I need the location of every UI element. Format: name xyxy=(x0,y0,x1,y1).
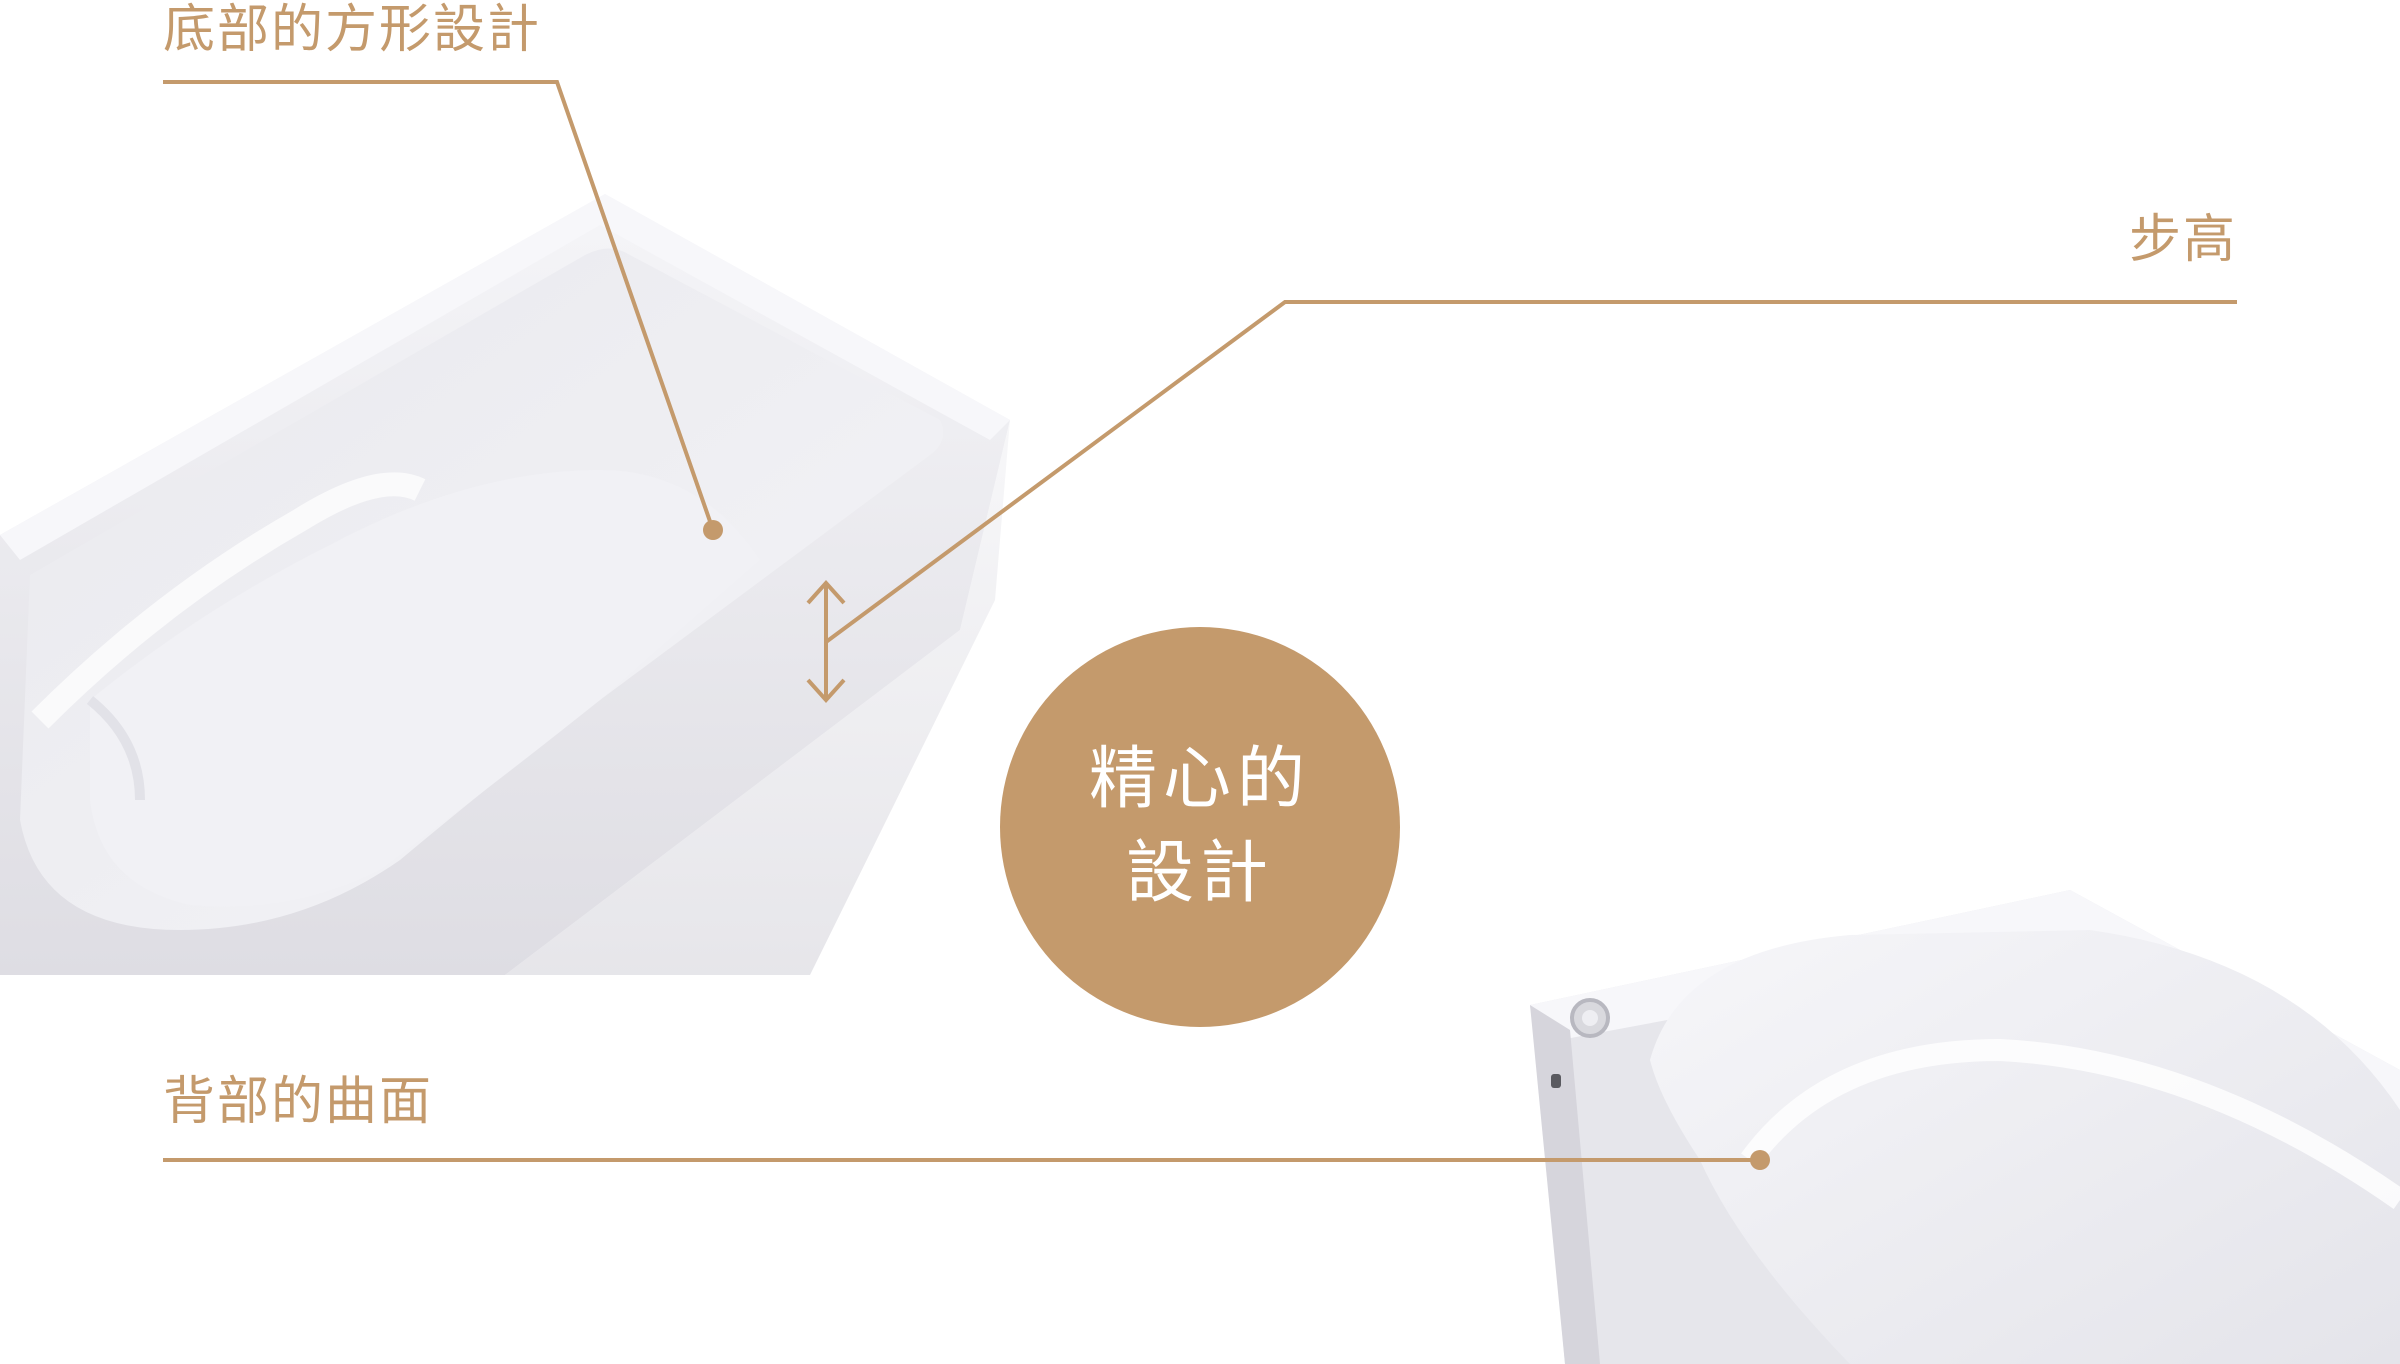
badge-line-1: 精心的 xyxy=(1088,740,1311,820)
badge-line-2: 設計 xyxy=(1125,834,1274,913)
callout-step-height-label: 步高 xyxy=(2128,210,2237,270)
callout-back-curve-label: 背部的曲面 xyxy=(163,1072,434,1132)
callout-lines xyxy=(163,80,2237,1162)
callout-dot-bottom xyxy=(703,520,723,540)
callout-dot-back xyxy=(1750,1150,1770,1170)
bathtub-top-left-image xyxy=(0,194,1010,975)
callout-bottom-design-label: 底部的方形設計 xyxy=(163,0,542,60)
design-badge: 精心的 設計 xyxy=(1000,627,1400,1027)
bathtub-bottom-right-image xyxy=(1530,890,2400,1364)
